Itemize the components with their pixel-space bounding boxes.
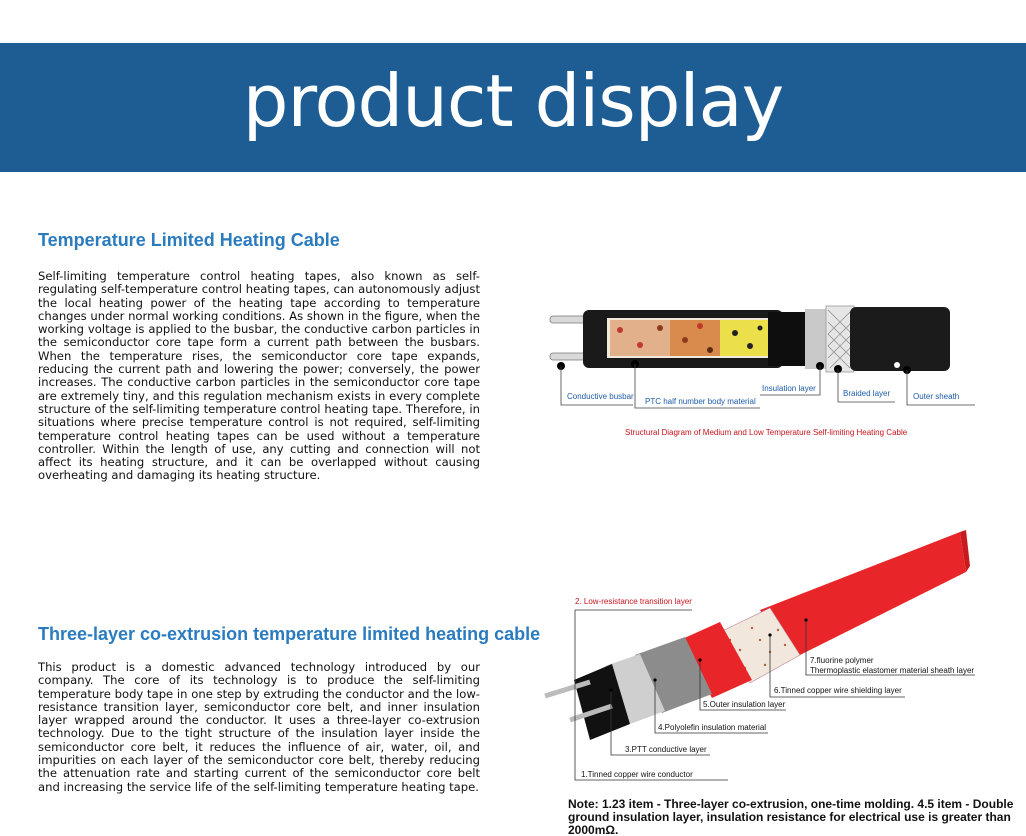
label-braided-layer: Braided layer bbox=[843, 389, 891, 398]
header-banner bbox=[0, 43, 1026, 172]
label-outer-insulation: 5.Outer insulation layer bbox=[703, 700, 786, 709]
section2-title: Three-layer co-extrusion temperature lim… bbox=[38, 624, 541, 644]
label-outer-sheath: Outer sheath bbox=[913, 392, 960, 401]
section1-body: Self-limiting temperature control heatin… bbox=[38, 269, 480, 483]
label-low-resistance-layer: 2. Low-resistance transition layer bbox=[575, 597, 692, 606]
label-ptc-material: PTC half number body material bbox=[645, 397, 756, 406]
label-conductive-busbar: Conductive busbar bbox=[567, 392, 634, 401]
section1-title: Temperature Limited Heating Cable bbox=[38, 230, 340, 250]
note-text: Note: 1.23 item - Three-layer co-extrusi… bbox=[568, 797, 1014, 836]
section2-body: This product is a domestic advanced tech… bbox=[38, 660, 480, 794]
label-insulation-layer: Insulation layer bbox=[762, 384, 816, 393]
label-polyolefin: 4.Polyolefin insulation material bbox=[658, 723, 767, 732]
label-shielding-layer: 6.Tinned copper wire shielding layer bbox=[774, 686, 902, 695]
label-sheath-layer: Thermoplastic elastomer material sheath … bbox=[810, 666, 975, 675]
banner-title: product display bbox=[242, 59, 784, 143]
ptc-core-pattern bbox=[610, 320, 768, 356]
label-fluorine-polymer: 7.fluorine polymer bbox=[810, 656, 874, 665]
label-ptt-layer: 3.PTT conductive layer bbox=[625, 745, 707, 754]
diagram1-caption: Structural Diagram of Medium and Low Tem… bbox=[625, 428, 908, 437]
label-copper-conductor: 1.Tinned copper wire conductor bbox=[581, 770, 693, 779]
